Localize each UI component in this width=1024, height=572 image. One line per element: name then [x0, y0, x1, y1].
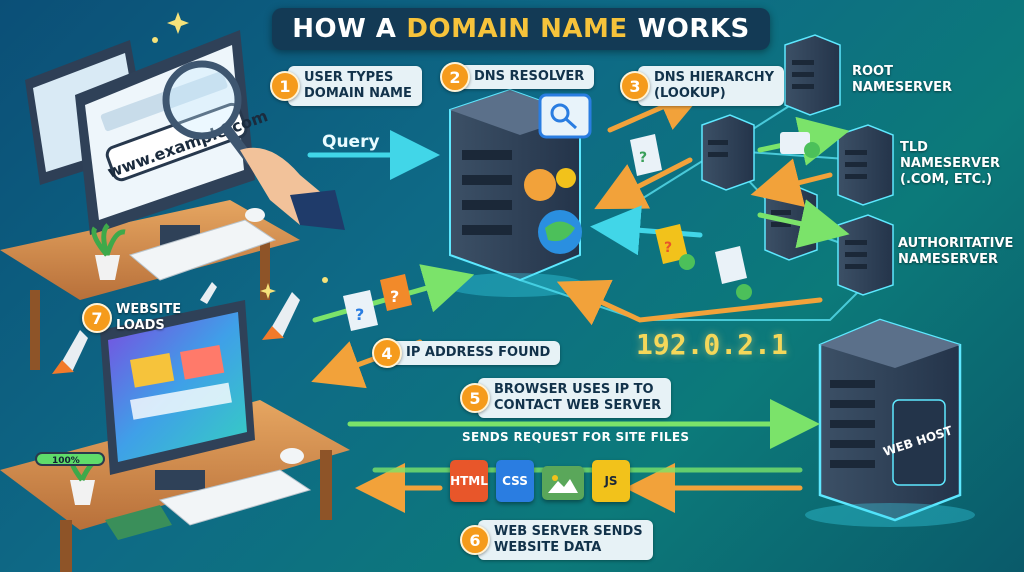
root-nameserver	[784, 34, 841, 116]
progress-label: 100%	[52, 456, 80, 466]
authoritative-nameserver-label: Authoritative nameserver	[898, 236, 1014, 267]
step-1: 1 User types domain name	[270, 66, 422, 106]
step-2-number: 2	[440, 62, 470, 92]
step-5-number: 5	[460, 383, 490, 413]
step-7: 7 Website loads	[82, 298, 191, 338]
image-icon	[548, 475, 578, 493]
step-3-label: DNS Hierarchy (Lookup)	[638, 66, 785, 106]
step-4-label: IP Address Found	[390, 341, 561, 365]
bottom-desk: 100%	[0, 282, 350, 572]
step-6-number: 6	[460, 525, 490, 555]
sparkles	[152, 12, 328, 299]
top-desk: www.example.com	[0, 30, 345, 370]
tld-nameserver	[837, 124, 894, 206]
html-file-label: HTML	[450, 474, 488, 488]
step-4-number: 4	[372, 338, 402, 368]
html-file-icon: HTML	[450, 460, 488, 502]
css-file-label: CSS	[502, 474, 528, 488]
step-1-number: 1	[270, 71, 300, 101]
title-part2: WORKS	[637, 14, 750, 44]
svg-text:?: ?	[390, 287, 399, 306]
step-6-label: Web server sends website data	[478, 520, 653, 560]
root-nameserver-label: Root nameserver	[852, 64, 952, 95]
step-4: 4 IP Address Found	[372, 338, 561, 368]
authoritative-nameserver	[837, 214, 894, 296]
step-5: 5 Browser uses IP to contact web server	[460, 378, 672, 418]
web-host-server: WEB HOST	[805, 318, 975, 527]
svg-text:?: ?	[355, 305, 364, 324]
doc-icons: ? ? ? ?	[343, 132, 820, 331]
mid-nameserver-1	[701, 114, 755, 191]
svg-text:?: ?	[664, 240, 672, 256]
step-3-number: 3	[620, 71, 650, 101]
image-file-icon	[542, 466, 584, 500]
js-file-label: JS	[604, 474, 618, 488]
step-7-number: 7	[82, 303, 112, 333]
step-3: 3 DNS Hierarchy (Lookup)	[620, 66, 785, 106]
step-2-label: DNS Resolver	[458, 65, 595, 89]
js-file-icon: JS	[592, 460, 630, 502]
ip-address: 192.0.2.1	[636, 328, 788, 361]
title-part1: HOW A	[292, 14, 397, 44]
query-label: Query	[322, 132, 380, 152]
request-label: SENDS REQUEST FOR SITE FILES	[462, 430, 690, 444]
step-5-label: Browser uses IP to contact web server	[478, 378, 672, 418]
step-2: 2 DNS Resolver	[440, 62, 595, 92]
dns-resolver-server	[445, 88, 592, 297]
title-highlight: DOMAIN NAME	[406, 14, 628, 44]
step-6: 6 Web server sends website data	[460, 520, 653, 560]
step-1-label: User types domain name	[288, 66, 422, 106]
arrows	[307, 84, 850, 513]
page-title: HOW A DOMAIN NAME WORKS	[272, 8, 770, 50]
svg-text:?: ?	[639, 150, 647, 166]
css-file-icon: CSS	[496, 460, 534, 502]
step-7-label: Website loads	[116, 302, 182, 333]
tld-nameserver-label: TLD nameserver (.com, etc.)	[900, 140, 1000, 187]
